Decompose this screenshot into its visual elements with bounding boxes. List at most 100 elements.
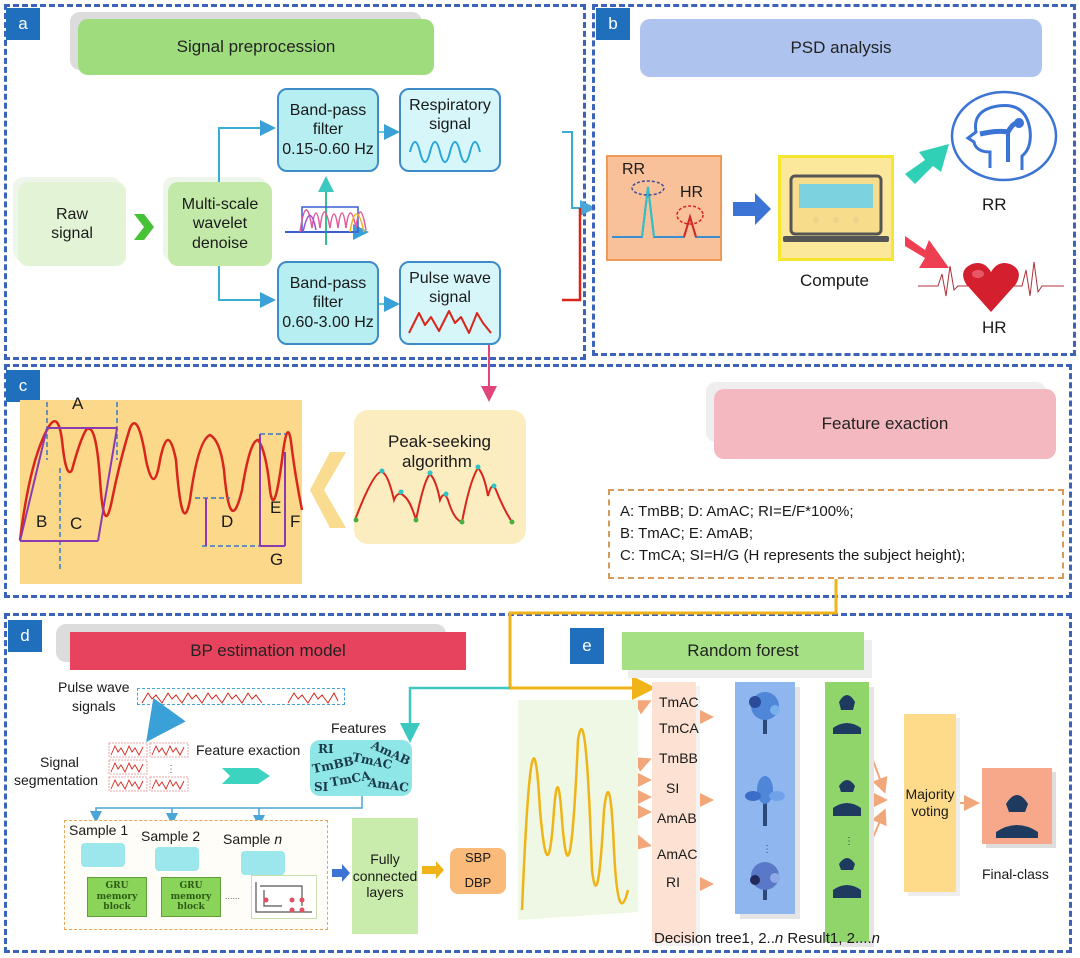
wave-label-d: D — [221, 512, 234, 531]
pulse-wave-signals-line2: signals — [72, 698, 116, 714]
dbp-label: DBP — [464, 875, 492, 890]
feature-word: RI — [318, 742, 334, 756]
caption-part: n — [774, 930, 784, 947]
gru-memory-block: GRU memory block — [161, 877, 221, 917]
panel-d-label: d — [8, 620, 42, 652]
bandpass-high-line3: 0.60-3.00 Hz — [282, 313, 374, 331]
definition-line: A: TmBB; D: AmAC; RI=E/F*100%; — [620, 503, 854, 520]
rf-feature: TmCA — [659, 720, 699, 736]
rf-feature: TmAC — [659, 694, 699, 710]
rr-output-label: RR — [982, 195, 1007, 214]
fc-line: Fully — [370, 850, 400, 867]
compute-label: Compute — [800, 271, 869, 290]
wave-label-e: E — [270, 498, 282, 517]
sample-index: 1 — [120, 822, 129, 838]
arrow-down-right-icon — [905, 228, 949, 272]
chevron-right-icon — [132, 214, 154, 240]
svg-text:⋮: ⋮ — [844, 836, 854, 847]
gru-line: GRU — [105, 881, 129, 892]
bandpass-low-line2: filter — [312, 121, 344, 139]
psd-hr-label: HR — [680, 184, 704, 201]
hr-output-label: HR — [982, 318, 1007, 337]
caption-part: n — [871, 930, 880, 947]
wave-label-a: A — [72, 394, 84, 413]
bandpass-high-line2: filter — [312, 294, 344, 312]
definition-line: C: TmCA; SI=H/G (H represents the subjec… — [620, 547, 966, 564]
gru-line: block — [103, 902, 131, 913]
feature-definitions-box: A: TmBB; D: AmAC; RI=E/F*100%; B: TmAC; … — [608, 489, 1064, 579]
respiratory-line2: signal — [429, 116, 471, 134]
caption-part: Result1, 2.... — [783, 930, 872, 947]
features-cloud: RI AmAB TmBB TmAC TmCA SI AmAC — [310, 738, 412, 796]
panel-c — [4, 364, 1072, 598]
sample-prefix: Sample — [141, 828, 193, 844]
bandpass-filter-high-box: Band-pass filter 0.60-3.00 Hz — [277, 261, 379, 345]
results-column: ⋮ — [825, 682, 869, 942]
sample-2-label: Sample 2 — [141, 828, 200, 844]
panel-b — [592, 4, 1076, 356]
fully-connected-box: Fully connected layers — [352, 818, 418, 934]
features-title: Features — [331, 720, 387, 736]
pulse-wave-line1: Pulse wave — [409, 270, 491, 287]
feature-definitions-list: A: TmBB; D: AmAC; RI=E/F*100%; B: TmAC; … — [620, 501, 965, 567]
sample-1-label: Sample 1 — [69, 822, 128, 838]
peak-seeking-line1: Peak-seeking — [388, 432, 492, 451]
sample-prefix: Sample — [223, 831, 275, 847]
svg-text:⋮: ⋮ — [762, 844, 772, 855]
decision-tree-caption: Decision tree1, 2..n Result1, 2....n — [654, 930, 880, 947]
bp-output-box: SBP DBP — [450, 848, 506, 894]
wave-label-f: F — [290, 512, 301, 531]
sbp-label: SBP — [464, 850, 491, 866]
pulse-wave-line2: signal — [429, 289, 471, 307]
gru-line: memory — [96, 891, 138, 902]
sample-index: n — [274, 831, 283, 847]
respiratory-head-icon — [950, 90, 1058, 182]
rf-feature: SI — [666, 780, 680, 796]
panel-a — [4, 4, 586, 360]
fc-line: layers — [366, 884, 404, 901]
respiratory-signal-box: Respiratory signal — [399, 88, 501, 172]
raw-signal-label: Raw signal — [51, 205, 93, 242]
signal-segmentation-line2: segmentation — [14, 772, 99, 788]
peak-seeking-box: Peak-seeking algorithm — [353, 410, 526, 544]
pulse-features-waveform: A B C D E F G — [18, 394, 304, 584]
arrow-up-right-icon — [905, 140, 949, 184]
gru-ellipsis: ...... — [225, 891, 241, 901]
feature-word: TmCA — [329, 768, 372, 790]
bandpass-high-line1: Band-pass — [289, 275, 367, 293]
respiratory-wave-icon — [409, 141, 481, 164]
rf-feature-list: TmAC TmCA TmBB SI AmAB AmAC RI — [652, 682, 699, 942]
feature-word: SI — [314, 780, 329, 794]
pulse-wave-signals-line1: Pulse wave — [58, 679, 130, 695]
psd-analysis-banner: PSD analysis — [640, 19, 1042, 77]
tree-icon — [749, 692, 780, 734]
pulse-wave-signal-box: Pulse wave signal — [399, 261, 501, 345]
rf-feature: TmBB — [659, 750, 698, 766]
respiratory-line1: Respiratory — [409, 97, 491, 114]
raw-signal-box: Raw signal — [18, 182, 126, 266]
mini-features-icon — [155, 847, 199, 871]
heart-ecg-icon — [918, 256, 1064, 316]
gru-line: block — [177, 902, 205, 913]
segmented-signals-icon: ⋮ — [108, 742, 192, 792]
sample-index: 2 — [192, 828, 201, 844]
majority-voting-line: voting — [911, 803, 949, 819]
peak-seeking-line2: algorithm — [402, 452, 472, 471]
tree-icon — [750, 862, 780, 900]
gru-line: GRU — [179, 881, 203, 892]
signal-preprocession-banner: Signal preprocession — [78, 19, 434, 75]
pulse-wave-strip — [137, 688, 345, 705]
wave-label-b: B — [36, 512, 48, 531]
gru-cell-diagram-icon — [251, 875, 317, 919]
spectrum-icon — [285, 176, 369, 245]
mini-features-icon — [241, 851, 285, 875]
gru-memory-block: GRU memory block — [87, 877, 147, 917]
tree-icon — [745, 776, 785, 826]
feature-word: AmAC — [367, 775, 410, 795]
wave-label-g: G — [270, 550, 284, 569]
feature-exaction-label: Feature exaction — [196, 742, 301, 758]
gru-line: memory — [170, 891, 212, 902]
bp-estimation-banner: BP estimation model — [70, 632, 466, 670]
psd-rr-label: RR — [622, 161, 646, 178]
